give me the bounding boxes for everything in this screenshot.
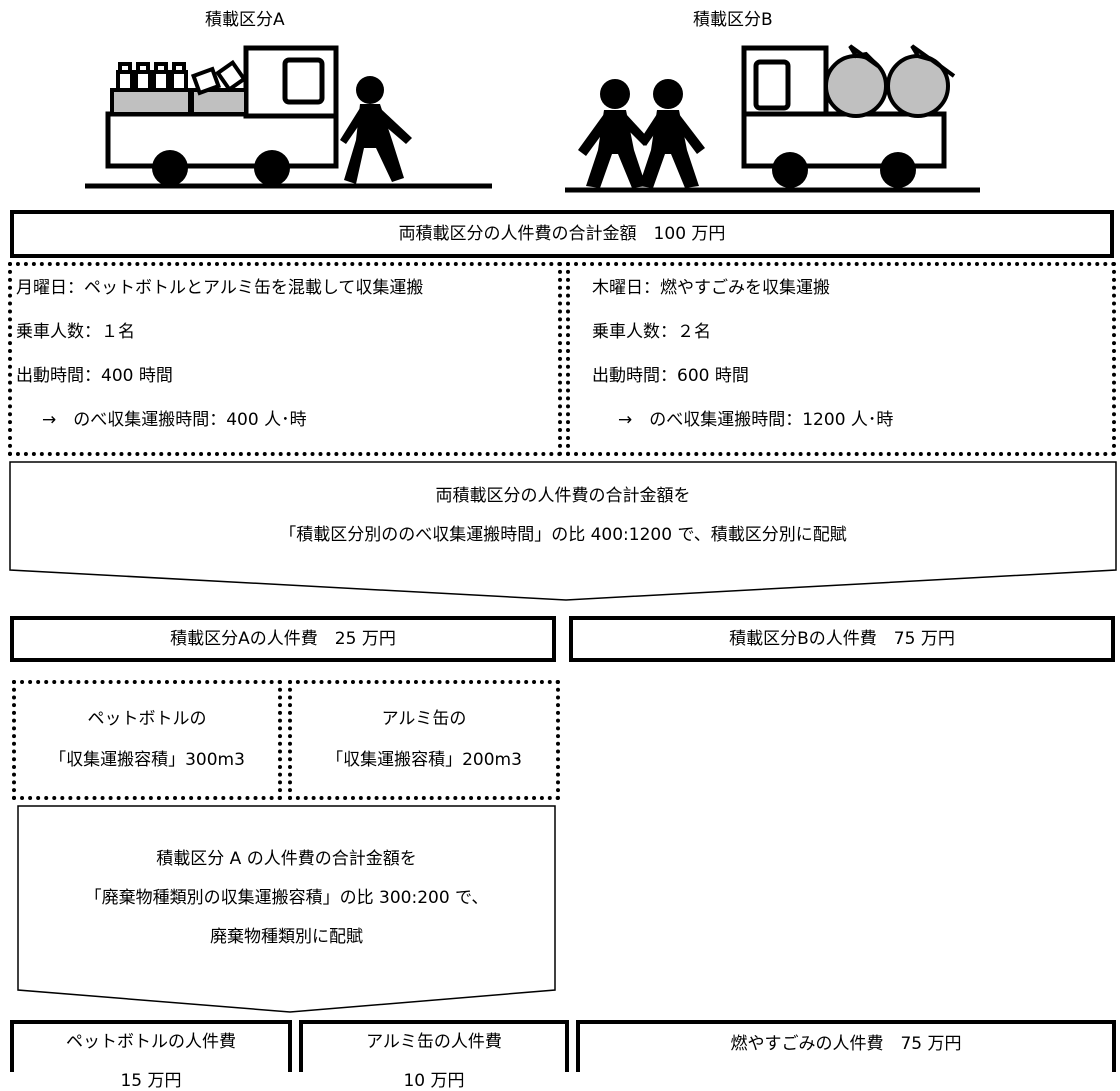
volume-pet-line1: ペットボトルの bbox=[87, 709, 207, 729]
result-alu-line1: アルミ缶の人件費 bbox=[366, 1032, 502, 1052]
volume-alu-box: アルミ缶の 「収集運搬容積」200m3 bbox=[288, 680, 560, 800]
allocation-funnel-1 bbox=[9, 461, 1117, 1013]
section-a-hours: 出動時間：400 時間 bbox=[16, 366, 173, 386]
result-pet-box: ペットボトルの人件費 15 万円 bbox=[10, 1020, 292, 1090]
label-section-b: 積載区分B bbox=[693, 10, 773, 30]
cost-a-text: 積載区分Aの人件費 25 万円 bbox=[170, 628, 396, 649]
cost-a-box: 積載区分Aの人件費 25 万円 bbox=[10, 616, 556, 662]
section-b-hours: 出動時間：600 時間 bbox=[592, 366, 749, 386]
cost-b-text: 積載区分Bの人件費 75 万円 bbox=[729, 628, 955, 649]
section-a-person-hours: → のべ収集運搬時間：400 人･時 bbox=[42, 410, 307, 430]
section-a-schedule: 月曜日：ペットボトルとアルミ缶を混載して収集運搬 bbox=[16, 278, 424, 298]
allocation-1-line2: 「積載区分別ののべ収集運搬時間」の比 400:1200 で、積載区分別に配賦 bbox=[279, 525, 847, 545]
result-burn-text: 燃やすごみの人件費 75 万円 bbox=[730, 1034, 962, 1054]
result-pet-line2: 15 万円 bbox=[120, 1071, 182, 1091]
truck-a-illustration bbox=[85, 45, 492, 189]
allocation-1-text: 両積載区分の人件費の合計金額を 「積載区分別ののべ収集運搬時間」の比 400:1… bbox=[10, 462, 1116, 570]
allocation-1-line1: 両積載区分の人件費の合計金額を bbox=[435, 486, 691, 506]
total-cost-box: 両積載区分の人件費の合計金額 100 万円 bbox=[10, 210, 1114, 258]
allocation-2-line1: 積載区分 A の人件費の合計金額を bbox=[156, 848, 417, 869]
result-alu-line2: 10 万円 bbox=[403, 1071, 465, 1091]
section-b-schedule: 木曜日：燃やすごみを収集運搬 bbox=[592, 278, 830, 298]
result-alu-box: アルミ缶の人件費 10 万円 bbox=[299, 1020, 569, 1090]
result-burn-box: 燃やすごみの人件費 75 万円 bbox=[576, 1020, 1116, 1072]
section-a-crew: 乗車人数：１名 bbox=[16, 322, 135, 342]
section-a-detail-box: 月曜日：ペットボトルとアルミ缶を混載して収集運搬 乗車人数：１名 出動時間：40… bbox=[8, 262, 562, 456]
result-pet-line1: ペットボトルの人件費 bbox=[66, 1032, 236, 1052]
volume-alu-line1: アルミ缶の bbox=[381, 709, 467, 729]
section-b-person-hours: → のべ収集運搬時間：1200 人･時 bbox=[618, 410, 894, 430]
volume-pet-box: ペットボトルの 「収集運搬容積」300m3 bbox=[12, 680, 282, 800]
truck-b-illustration bbox=[565, 44, 980, 193]
volume-pet-line2: 「収集運搬容積」300m3 bbox=[49, 750, 245, 770]
allocation-2-line3: 廃棄物種類別に配賦 bbox=[210, 926, 363, 947]
label-section-a: 積載区分A bbox=[205, 10, 285, 30]
volume-alu-line2: 「収集運搬容積」200m3 bbox=[326, 750, 522, 770]
section-b-detail-box: 木曜日：燃やすごみを収集運搬 乗車人数：２名 出動時間：600 時間 → のべ収… bbox=[566, 262, 1116, 456]
allocation-2-text: 積載区分 A の人件費の合計金額を 「廃棄物種類別の収集運搬容積」の比 300:… bbox=[18, 806, 555, 990]
total-cost-text: 両積載区分の人件費の合計金額 100 万円 bbox=[398, 223, 726, 244]
allocation-2-line2: 「廃棄物種類別の収集運搬容積」の比 300:200 で、 bbox=[84, 887, 489, 908]
cost-b-box: 積載区分Bの人件費 75 万円 bbox=[569, 616, 1115, 662]
section-b-crew: 乗車人数：２名 bbox=[592, 322, 711, 342]
